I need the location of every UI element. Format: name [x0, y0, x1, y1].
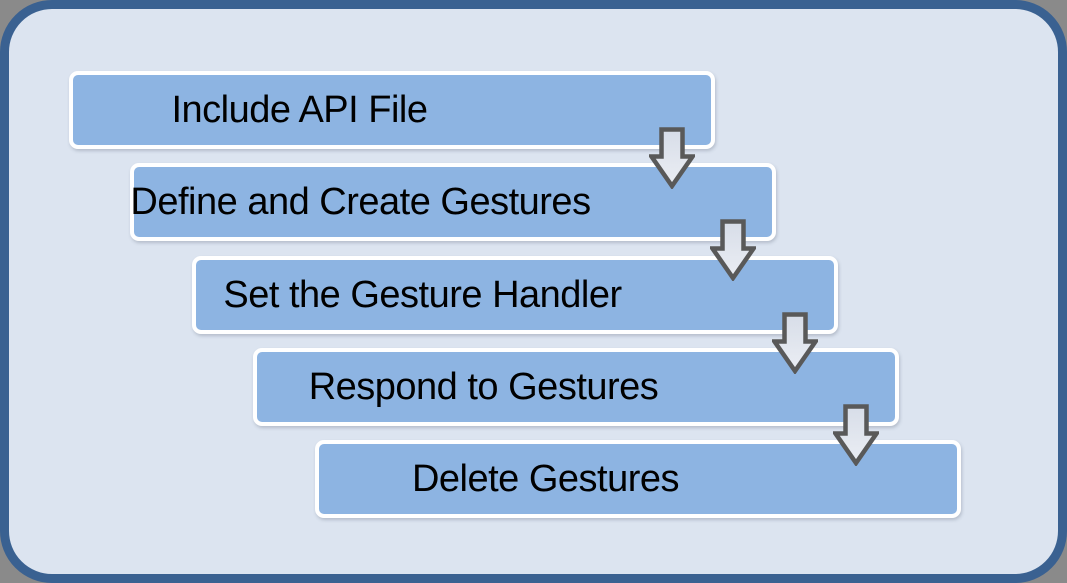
down-block-arrow-icon — [710, 219, 756, 281]
step-label: Define and Create Gestures — [130, 180, 591, 223]
step-box-set-the-gesture-handler: Set the Gesture Handler — [192, 256, 838, 334]
step-label: Respond to Gestures — [308, 365, 659, 408]
step-label: Include API File — [171, 88, 428, 131]
step-label: Delete Gestures — [411, 457, 680, 500]
step-box-include-api-file: Include API File — [69, 71, 715, 149]
down-block-arrow-icon — [772, 312, 818, 374]
step-label: Set the Gesture Handler — [223, 273, 622, 316]
down-block-arrow-icon — [649, 127, 695, 189]
down-block-arrow-icon — [833, 404, 879, 466]
